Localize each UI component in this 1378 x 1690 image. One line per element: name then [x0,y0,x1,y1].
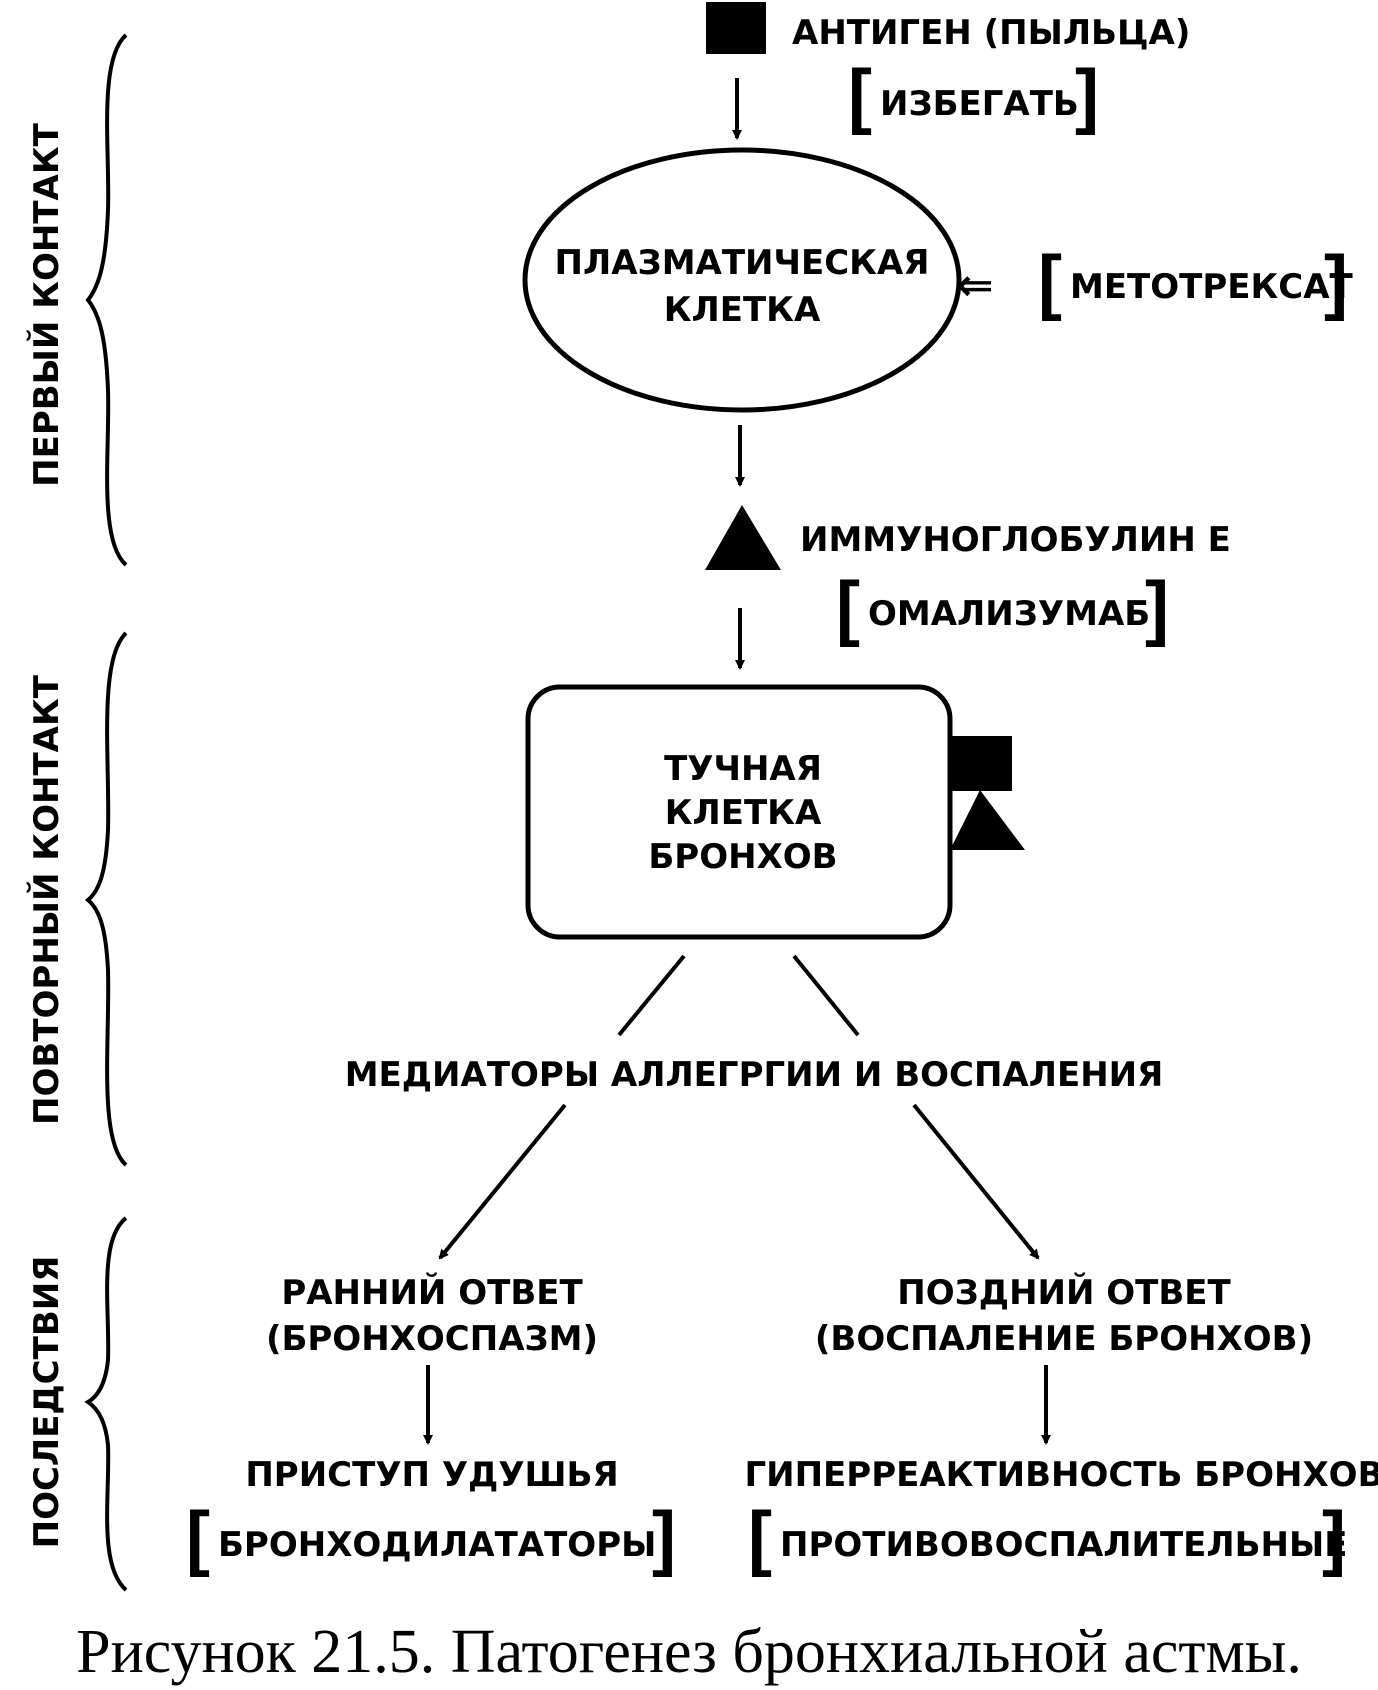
bracket-left-bronchodilators: [ [186,1498,210,1578]
mast-cell-antigen-square-icon [950,736,1012,791]
late-response-line2: (ВОСПАЛЕНИЕ БРОНХОВ) [815,1319,1313,1359]
late-response-treatment: ПРОТИВОВОСПАЛИТЕЛЬНЫЕ [780,1525,1347,1565]
ige-label: ИММУНОГЛОБУЛИН Е [800,520,1231,560]
bracket-left-anti-inflammatory: [ [748,1498,772,1578]
antigen-treatment: ИЗБЕГАТЬ [880,84,1079,124]
brace-first-contact [85,33,128,567]
bracket-right-omalizumab: ] [1145,568,1169,648]
section-label-first-contact: ПЕРВЫЙ КОНТАКТ [26,122,67,486]
line-mast-to-mediators-right [792,954,860,1037]
plasma-cell-treatment: МЕТОТРЕКСАТ [1070,267,1354,307]
bracket-left-antigen: [ [848,56,872,136]
late-response-result: ГИПЕРРЕАКТИВНОСТЬ БРОНХОВ [744,1455,1378,1495]
early-response-result: ПРИСТУП УДУШЬЯ [245,1455,618,1495]
early-response-line1: РАННИЙ ОТВЕТ [281,1272,583,1313]
mast-cell-box [525,684,953,940]
plasma-cell-label-line1: ПЛАЗМАТИЧЕСКАЯ [555,243,930,283]
antigen-square-icon [706,2,766,54]
bracket-right-methotrexate: ] [1324,242,1348,322]
early-response-treatment: БРОНХОДИЛАТАТОРЫ [218,1525,656,1565]
plasma-cell-label-line2: КЛЕТКА [664,290,821,330]
hollow-arrow-left-icon: ⇐ [957,260,994,311]
figure-caption: Рисунок 21.5. Патогенез бронхиальной аст… [76,1618,1302,1686]
ige-triangle-icon [705,505,781,570]
line-mast-to-mediators-left [617,954,686,1037]
brace-repeat-contact [84,631,128,1167]
late-response-line1: ПОЗДНИЙ ОТВЕТ [897,1272,1231,1313]
bracket-left-omalizumab: [ [836,568,860,648]
mast-cell-label-line1: ТУЧНАЯ [664,749,822,789]
plasma-cell-ellipse [522,147,962,413]
bracket-right-anti-inflammatory: ] [1322,1498,1346,1578]
bracket-right-antigen: ] [1075,56,1099,136]
bracket-right-bronchodilators: ] [652,1498,676,1578]
antigen-label: АНТИГЕН (ПЫЛЬЦА) [792,13,1190,53]
mast-cell-label-line3: БРОНХОВ [648,837,837,877]
mast-cell-ige-triangle-icon [950,790,1025,850]
arrow-mediators-to-late [912,1103,1040,1260]
section-label-repeat-contact: ПОВТОРНЫЙ КОНТАКТ [26,674,67,1125]
ige-treatment: ОМАЛИЗУМАБ [868,594,1150,634]
mediators-label: МЕДИАТОРЫ АЛЛЕГРГИИ И ВОСПАЛЕНИЯ [345,1055,1164,1095]
bracket-left-methotrexate: [ [1038,242,1062,322]
section-label-consequences: ПОСЛЕДСТВИЯ [27,1256,67,1549]
arrow-mediators-to-early [438,1103,567,1260]
brace-consequences [84,1216,128,1592]
early-response-line2: (БРОНХОСПАЗМ) [266,1319,598,1359]
mast-cell-label-line2: КЛЕТКА [665,793,822,833]
